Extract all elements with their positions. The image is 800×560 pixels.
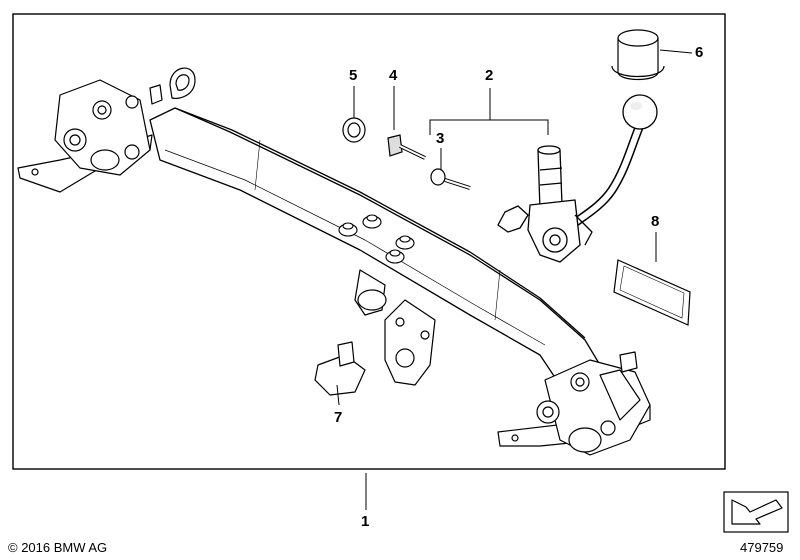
right-mount-bracket[interactable] — [497, 351, 651, 456]
socket-holder-part-7[interactable] — [314, 341, 366, 396]
callout-7: 7 — [334, 409, 343, 426]
socket-bracket[interactable] — [354, 269, 436, 386]
diagram-frame — [12, 13, 726, 470]
cap-part-5[interactable] — [342, 117, 366, 143]
label-plate-part-8[interactable] — [613, 259, 691, 326]
callout-6: 6 — [695, 44, 704, 61]
ball-neck[interactable] — [497, 94, 658, 263]
callout-4: 4 — [389, 67, 398, 84]
beam-bolts — [338, 214, 415, 264]
leader-lines — [336, 49, 693, 510]
copyright-text: © 2016 BMW AG — [8, 540, 108, 555]
callout-1: 1 — [361, 513, 370, 530]
page-arrow-icon[interactable] — [723, 491, 789, 533]
tow-bar-beam[interactable] — [149, 107, 601, 391]
diagram-number: 479759 — [740, 540, 784, 555]
bolt-part-3[interactable] — [430, 168, 471, 190]
callout-5: 5 — [349, 67, 358, 84]
ball-cover-part-6[interactable] — [611, 29, 665, 81]
callout-2: 2 — [485, 67, 494, 84]
left-mount-bracket[interactable] — [17, 67, 196, 193]
callout-3: 3 — [436, 130, 445, 147]
callout-8: 8 — [651, 213, 660, 230]
key-part-4[interactable] — [387, 134, 426, 160]
